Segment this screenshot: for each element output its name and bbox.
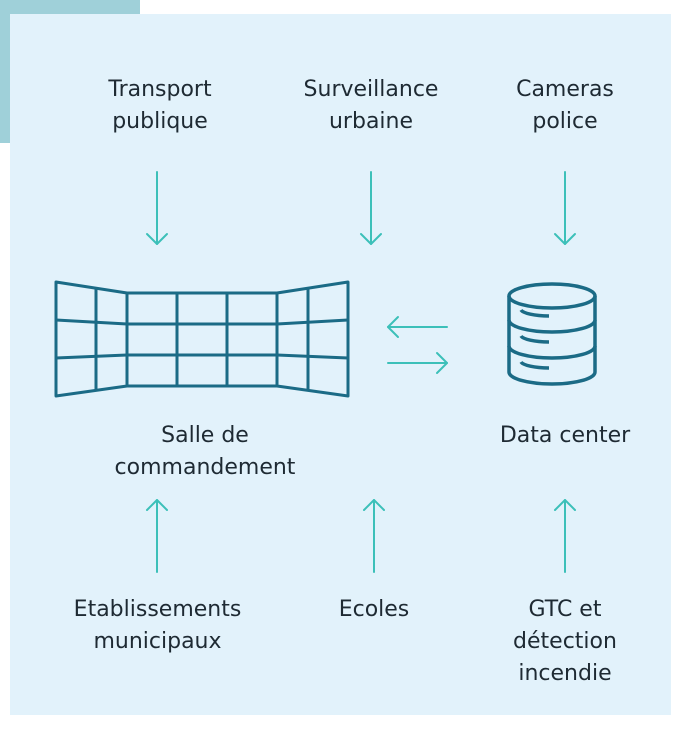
- diagram-panel: [10, 14, 671, 715]
- arrow-up-ecoles: [363, 499, 385, 573]
- source-gtc-detection-incendie: GTC et détection incendie: [513, 597, 617, 686]
- arrow-down-surveillance: [360, 171, 382, 245]
- hub-label-data-center: Data center: [499, 423, 631, 448]
- video-wall-icon: [54, 280, 350, 398]
- hub-label-control-room: Salle de commandement: [114, 423, 296, 480]
- arrow-right-to-data-center: [387, 352, 448, 374]
- source-transport-publique: Transport publique: [108, 77, 212, 134]
- arrow-down-cameras: [554, 171, 576, 245]
- arrow-left-to-control-room: [387, 316, 448, 338]
- arrow-down-transport: [146, 171, 168, 245]
- arrow-up-etablissements: [146, 499, 168, 573]
- source-ecoles: Ecoles: [338, 597, 410, 622]
- source-cameras-police: Cameras police: [516, 77, 614, 134]
- database-icon: [507, 282, 597, 386]
- arrow-up-gtc: [554, 499, 576, 573]
- source-surveillance-urbaine: Surveillance urbaine: [303, 77, 439, 134]
- source-etablissements-municipaux: Etablissements municipaux: [73, 597, 242, 654]
